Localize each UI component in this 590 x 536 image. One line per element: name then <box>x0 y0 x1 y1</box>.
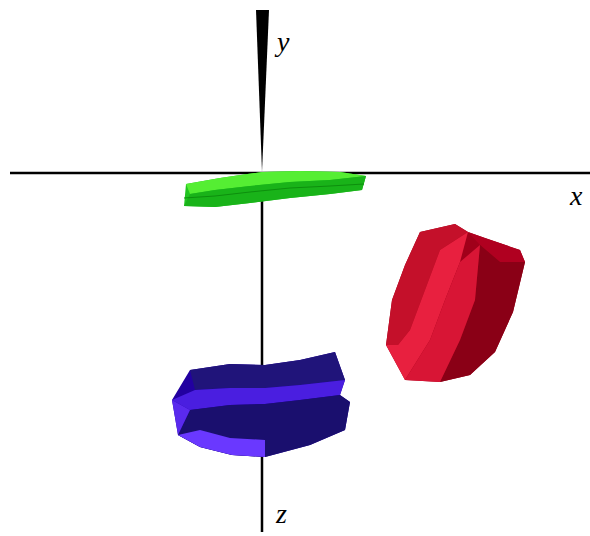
blue-shape <box>172 352 350 457</box>
y-axis <box>256 10 269 172</box>
z-axis <box>261 173 264 532</box>
axis-label: x <box>570 182 582 210</box>
red-shape <box>386 224 525 382</box>
axis-label: y <box>277 28 289 56</box>
green-shape <box>184 171 366 207</box>
axis-label: z <box>276 500 287 528</box>
